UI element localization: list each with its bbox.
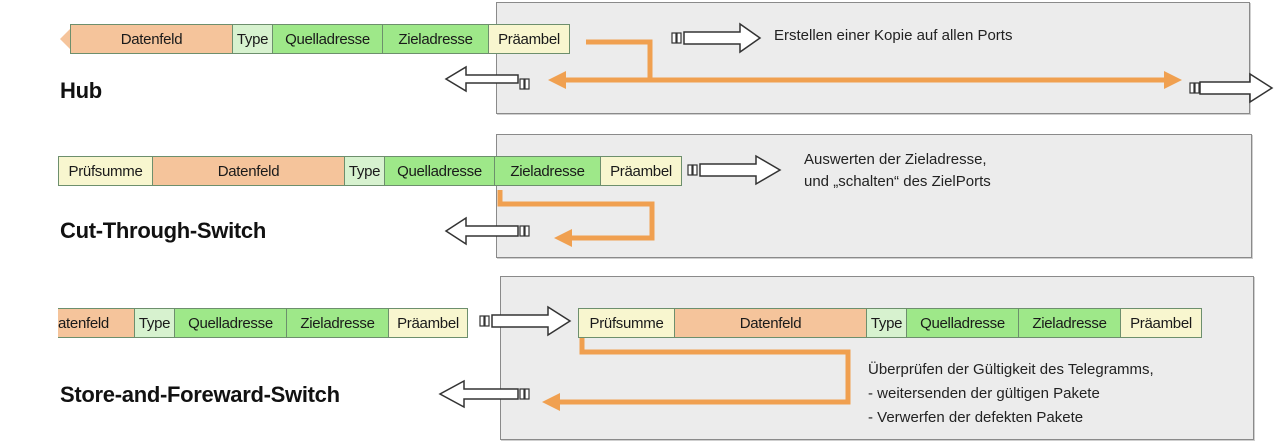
store-forward-label: Store-and-Foreward-Switch	[60, 382, 340, 407]
cut-through-label: Cut-Through-Switch	[60, 218, 266, 243]
port-connector-icon	[479, 315, 490, 327]
store-forward-note-line-1: Überprüfen der Gültigkeit des Telegramms…	[868, 361, 1154, 378]
hub-note: Erstellen einer Kopie auf allen Ports	[774, 27, 1013, 44]
datenfeld-field: Datenfeld	[674, 308, 866, 338]
hub-label: Hub	[60, 78, 102, 103]
praeambel-field: Präambel	[488, 24, 570, 54]
praeambel-field: Präambel	[600, 156, 682, 186]
datenfeld-field: Datenfeld	[152, 156, 344, 186]
zieladresse-field: Zieladresse	[382, 24, 488, 54]
frame-tail-icon	[60, 29, 70, 49]
hub-frame: Datenfeld Type Quelladresse Zieladresse …	[70, 24, 570, 54]
quelladresse-field: Quelladresse	[384, 156, 494, 186]
praeambel-field: Präambel	[388, 308, 468, 338]
zieladresse-field: Zieladresse	[286, 308, 388, 338]
cut-through-note-line-1: Auswerten der Zieladresse,	[804, 151, 987, 168]
datenfeld-field: atenfeld	[58, 308, 134, 338]
praeambel-field: Präambel	[1120, 308, 1202, 338]
hub-panel	[496, 2, 1250, 114]
type-field: Type	[344, 156, 384, 186]
quelladresse-field: Quelladresse	[906, 308, 1018, 338]
store-forward-note-line-3: - Verwerfen der defekten Pakete	[868, 409, 1084, 426]
zieladresse-field: Zieladresse	[494, 156, 600, 186]
type-field: Type	[232, 24, 272, 54]
store-forward-incoming-frame: atenfeld Type Quelladresse Zieladresse P…	[58, 308, 468, 338]
cut-through-note-line-2: und „schalten“ des ZielPorts	[804, 173, 991, 190]
zieladresse-field: Zieladresse	[1018, 308, 1120, 338]
datenfeld-field: Datenfeld	[70, 24, 232, 54]
quelladresse-field: Quelladresse	[272, 24, 382, 54]
type-field: Type	[134, 308, 174, 338]
quelladresse-field: Quelladresse	[174, 308, 286, 338]
cut-through-frame: Prüfsumme Datenfeld Type Quelladresse Zi…	[58, 156, 682, 186]
pruefsumme-field: Prüfsumme	[58, 156, 152, 186]
pruefsumme-field: Prüfsumme	[578, 308, 674, 338]
store-forward-note-line-2: - weitersenden der gültigen Pakete	[868, 385, 1100, 402]
store-forward-buffered-frame: Prüfsumme Datenfeld Type Quelladresse Zi…	[578, 308, 1202, 338]
type-field: Type	[866, 308, 906, 338]
